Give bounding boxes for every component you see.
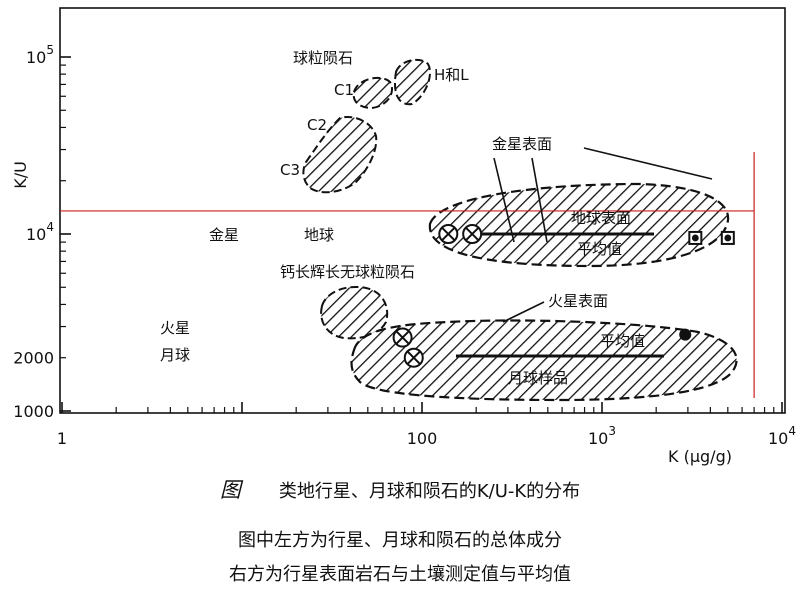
label-h-and-l: H和L	[434, 66, 469, 84]
y-tick-label: 2000	[13, 349, 54, 368]
region-lunar-samples	[350, 319, 738, 402]
leader-venus-2	[531, 157, 548, 243]
figure-caption-line-1: 图中左方为行星、月球和陨石的总体成分	[238, 530, 562, 551]
label-venus: 金星	[209, 226, 239, 244]
label-moon: 月球	[160, 346, 190, 364]
figure-caption-text: 类地行星、月球和陨石的K/U-K的分布	[278, 481, 581, 502]
points	[392, 224, 735, 368]
label-mars-surface: 火星表面	[548, 292, 608, 310]
point-circle-cross	[392, 327, 413, 348]
label-average-lunar: 平均值	[600, 332, 645, 350]
x-tick-label: 100	[407, 429, 438, 448]
regions	[302, 58, 738, 402]
leader-lines	[493, 147, 713, 323]
y-axis-title: K/U	[11, 161, 30, 189]
x-tick-label: 103	[588, 424, 616, 448]
y-tick-label: 1000	[13, 402, 54, 421]
leader-venus-3	[583, 147, 713, 180]
region-eucrite	[320, 286, 389, 340]
label-mars: 火星	[160, 319, 190, 337]
y-tick-label: 105	[26, 43, 54, 67]
figure-caption-marker: 图	[219, 478, 241, 502]
label-venus-surface: 金星表面	[492, 135, 552, 153]
label-chondrites: 球粒陨石	[293, 49, 353, 67]
label-earth-surface: 地球表面	[571, 209, 631, 227]
point-square-dot	[720, 230, 735, 245]
point-dot	[679, 328, 692, 341]
y-tick-label: 104	[26, 220, 54, 244]
y-axis: 1000 2000 104 105	[13, 43, 71, 421]
region-h-and-l	[394, 58, 431, 106]
x-tick-label: 1	[57, 429, 67, 448]
label-c2: C2	[307, 116, 327, 134]
x-axis: 1100103104105	[57, 402, 796, 448]
label-eucrite: 钙长辉长无球粒陨石	[280, 263, 415, 281]
leader-venus-1	[493, 157, 515, 243]
figure-caption-title: 图 类地行星、月球和陨石的K/U-K的分布	[0, 474, 800, 504]
label-earth: 地球	[304, 226, 334, 244]
x-axis-title: K (µg/g)	[668, 447, 732, 466]
point-circle-cross	[462, 224, 483, 244]
point-circle-cross	[403, 347, 424, 368]
label-c3: C3	[280, 161, 300, 179]
point-square-dot	[688, 230, 703, 245]
leader-mars-surface	[502, 301, 545, 323]
label-lunar-samples: 月球样品	[508, 369, 568, 387]
average-bars	[456, 232, 664, 358]
label-c1: C1	[334, 81, 354, 99]
region-c1	[352, 76, 393, 110]
figure-caption-line-2: 右方为行星表面岩石与土壤测定值与平均值	[229, 564, 571, 585]
region-c2-c3	[302, 116, 378, 194]
label-average-earth: 平均值	[577, 240, 622, 258]
chart: 1000 2000 104 105 1 100 103 104 105 球粒陨石 C1 H和L…	[11, 7, 796, 466]
x-tick-label: 104	[768, 424, 796, 448]
point-circle-cross	[438, 224, 459, 244]
